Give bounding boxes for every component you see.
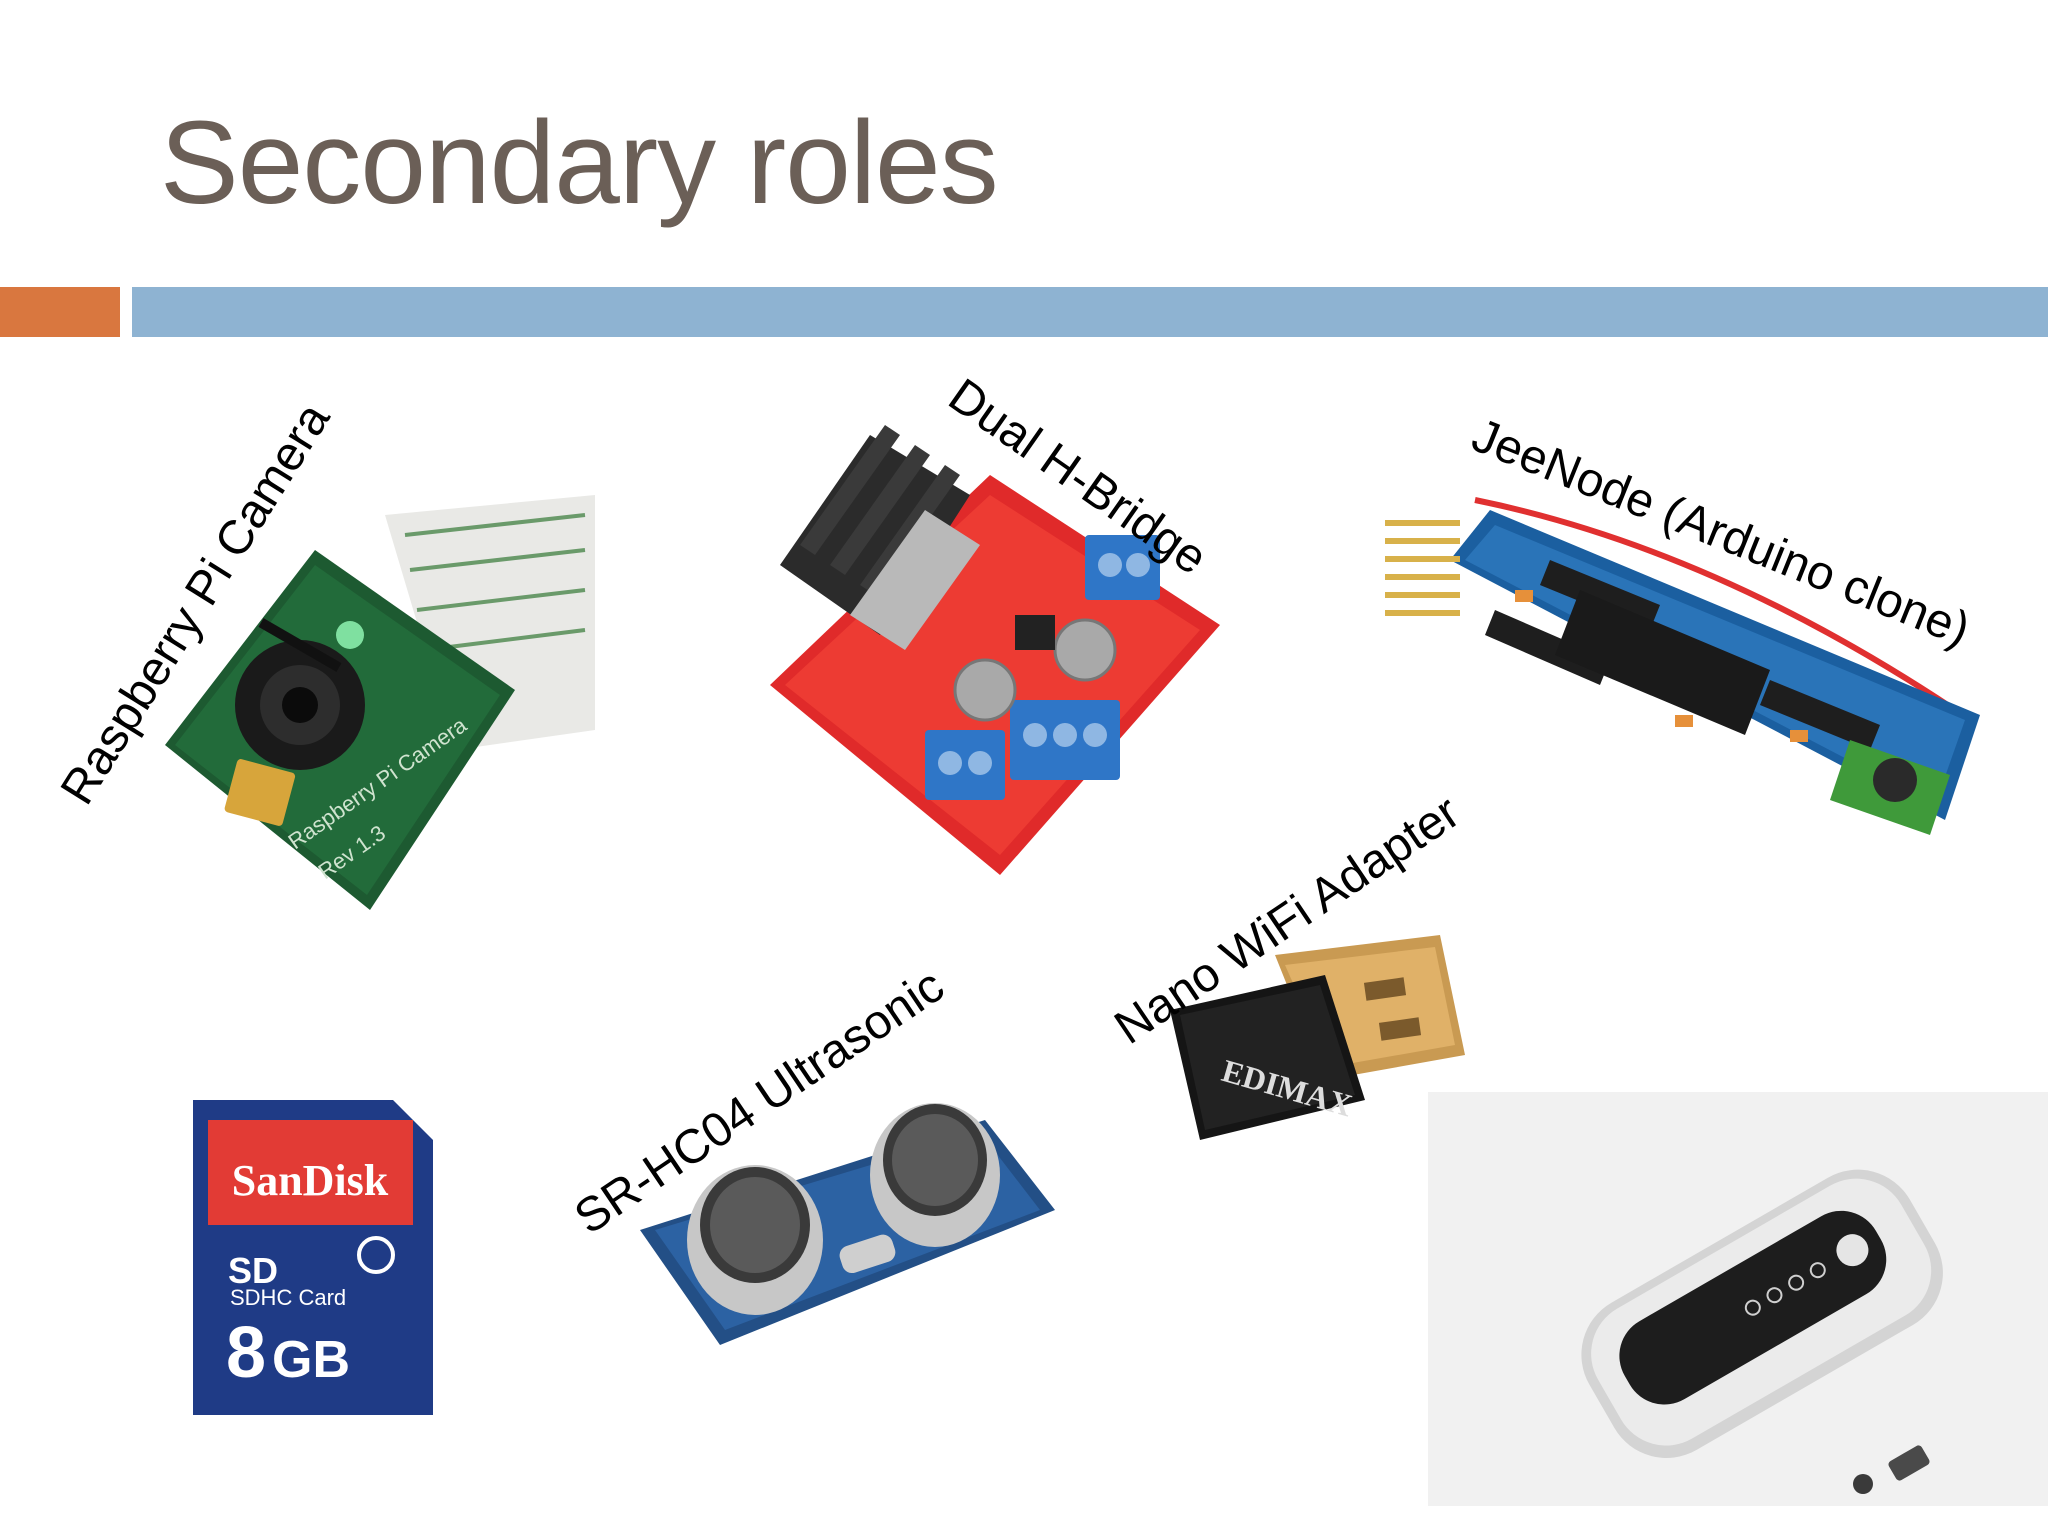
- jeenode-image: [1370, 490, 1990, 850]
- dual-h-bridge-image: [760, 415, 1230, 885]
- sd-type-text: SDHC Card: [230, 1285, 346, 1310]
- sd-capacity-unit: GB: [272, 1331, 350, 1389]
- svg-text:SD: SD: [228, 1250, 278, 1291]
- sd-brand-text: SanDisk: [232, 1156, 389, 1205]
- nano-wifi-adapter-image: EDIMAX: [1165, 925, 1475, 1155]
- slide-title: Secondary roles: [160, 97, 999, 229]
- ultrasonic-sensor-image: [640, 1060, 1060, 1360]
- power-bank-image: [1428, 1092, 2048, 1506]
- raspberry-pi-camera-image: Raspberry Pi Camera Rev 1.3: [155, 490, 605, 920]
- sd-card-image: SanDisk SD SDHC Card 8 GB: [188, 1095, 438, 1420]
- orange-accent-bar: [0, 287, 120, 337]
- blue-accent-bar: [132, 287, 2048, 337]
- sd-capacity-number: 8: [226, 1313, 266, 1393]
